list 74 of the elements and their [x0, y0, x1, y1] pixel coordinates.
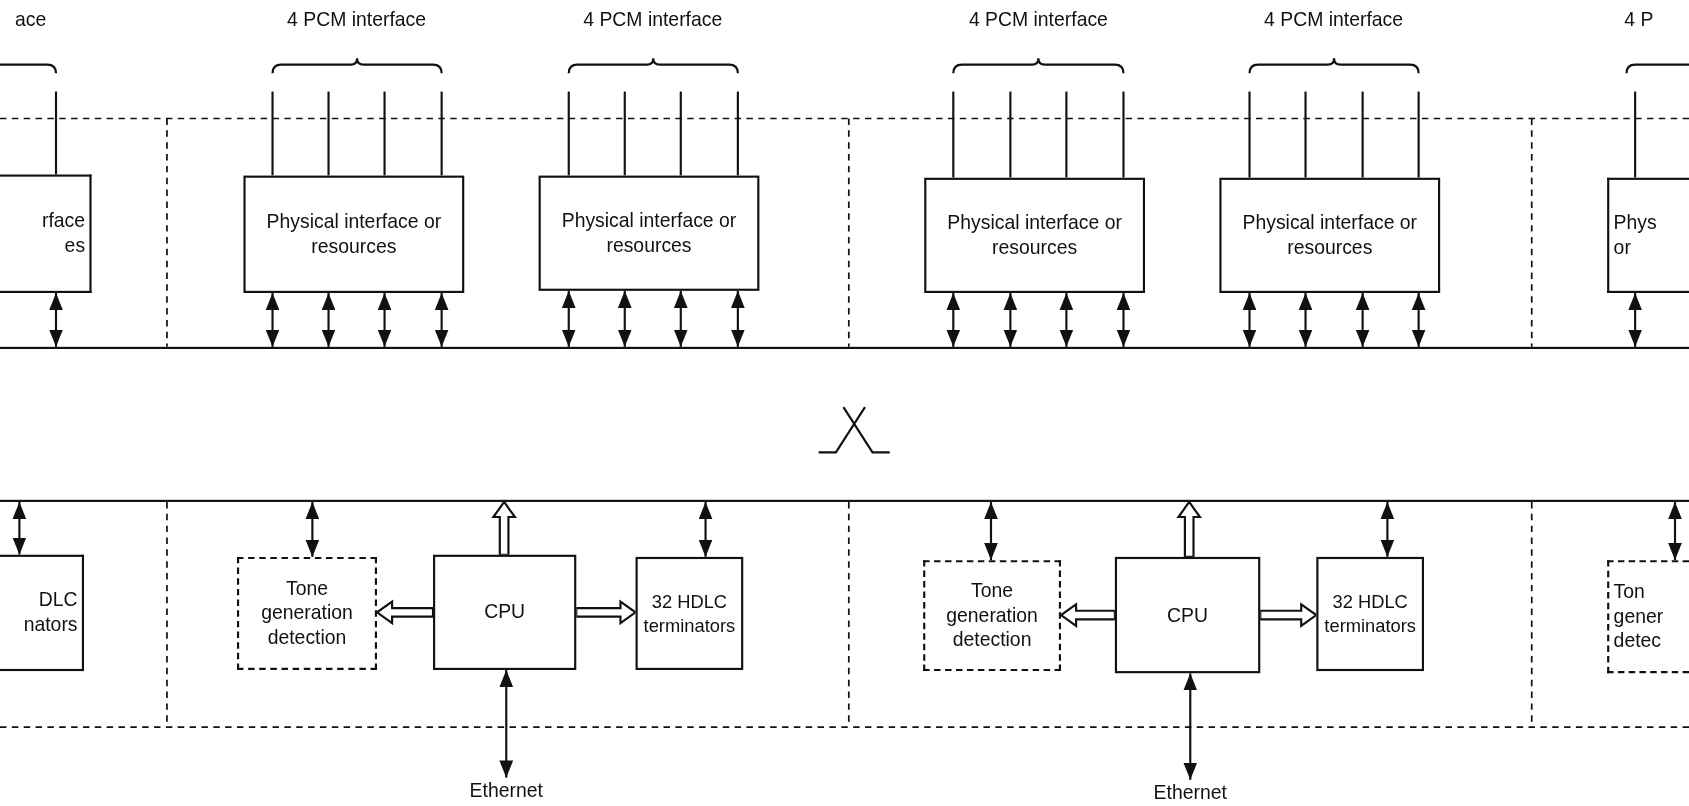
- interface-label: 4 PCM interface: [1263, 8, 1405, 32]
- bus-line: [0, 346, 1689, 349]
- block-box: DLC nators: [0, 554, 84, 672]
- arrow: [561, 290, 576, 347]
- block-box: Physical interface or resources: [924, 177, 1146, 293]
- arrow: [1380, 501, 1395, 557]
- arrow: [1183, 673, 1198, 780]
- signal-line: [1304, 91, 1307, 178]
- block-box: Physical interface or resources: [1219, 177, 1441, 293]
- arrow: [1059, 293, 1074, 347]
- signal-line: [623, 91, 626, 176]
- arrow: [1628, 293, 1643, 347]
- block-box: Phys or: [1607, 177, 1689, 293]
- arrow: [946, 293, 961, 347]
- arrow: [499, 670, 514, 778]
- arrow: [321, 293, 336, 347]
- port-label: Ethernet: [457, 777, 555, 804]
- interface-label: ace: [15, 8, 47, 32]
- block-box: Physical interface or resources: [538, 175, 760, 291]
- interface-label: 4 PCM interface: [582, 8, 724, 32]
- arrow: [1116, 293, 1131, 347]
- block-box: Ton gener detec: [1607, 560, 1689, 674]
- arrow: [1411, 293, 1426, 347]
- arrow: [12, 501, 27, 555]
- block-box: rface es: [0, 174, 92, 293]
- arrow: [1003, 293, 1018, 347]
- signal-line: [383, 91, 386, 176]
- arrow: [377, 293, 392, 347]
- arrow: [1298, 293, 1313, 347]
- arrow: [434, 293, 449, 347]
- arrow: [698, 501, 713, 557]
- arrow: [1355, 293, 1370, 347]
- block-box: 32 HDLC terminators: [635, 556, 744, 670]
- arrow: [265, 293, 280, 347]
- block-box: 32 HDLC terminators: [1316, 556, 1424, 672]
- arrow: [1242, 293, 1257, 347]
- signal-line: [327, 91, 330, 176]
- hollow-arrow: [575, 599, 638, 626]
- signal-line: [567, 91, 570, 176]
- bus-line: [0, 499, 1689, 502]
- interface-label: 4 PCM interface: [286, 8, 428, 32]
- arrow: [617, 290, 632, 347]
- signal-line: [736, 91, 739, 176]
- signal-line: [1009, 91, 1012, 178]
- hollow-arrow: [1259, 602, 1319, 628]
- block-box: CPU: [433, 554, 577, 670]
- port-label: Ethernet: [1141, 779, 1239, 806]
- arrow: [1668, 501, 1682, 561]
- block-box: Physical interface or resources: [243, 175, 465, 293]
- signal-line: [1361, 91, 1364, 178]
- arrow: [305, 501, 320, 557]
- signal-line: [952, 91, 955, 178]
- signal-line: [679, 91, 682, 176]
- arrow: [984, 501, 998, 561]
- signal-line: [1248, 91, 1251, 178]
- signal-line: [1122, 91, 1125, 178]
- block-box: Tone generation detection: [923, 560, 1061, 672]
- arrow: [673, 290, 688, 347]
- signal-line: [54, 91, 58, 175]
- interface-label: 4 PCM interface: [967, 8, 1109, 32]
- hollow-arrow: [491, 500, 517, 556]
- signal-line: [1417, 91, 1420, 178]
- arrow: [730, 290, 745, 347]
- signal-line: [1065, 91, 1068, 178]
- signal-line: [1634, 91, 1637, 178]
- hollow-arrow: [1059, 602, 1116, 628]
- signal-line: [271, 91, 274, 176]
- block-box: CPU: [1114, 556, 1261, 674]
- signal-line: [440, 91, 443, 176]
- block-box: Tone generation detection: [237, 556, 377, 670]
- hollow-arrow: [375, 599, 435, 626]
- hollow-arrow: [1176, 500, 1203, 558]
- arrow: [49, 293, 63, 347]
- interface-label: 4 P: [1624, 8, 1654, 32]
